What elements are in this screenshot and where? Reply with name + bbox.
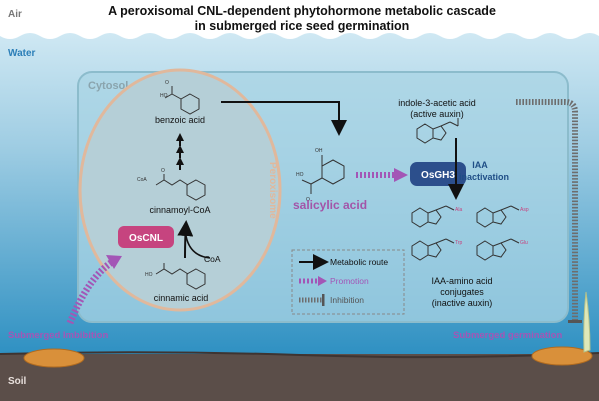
salicylic-oh: OH: [315, 148, 323, 154]
title-line1: A peroxisomal CNL-dependent phytohormone…: [108, 4, 496, 18]
soil-surface: [0, 351, 599, 359]
peroxisome-label: Peroxisome: [267, 162, 278, 219]
cytosol-label: Cytosol: [88, 80, 128, 92]
peroxisome: [78, 68, 282, 312]
legend-inhibition-bar: [322, 294, 325, 306]
osgh3-enzyme: [410, 162, 466, 186]
sa-promotion-arrowhead: [394, 168, 408, 182]
iaa-conjugate-4: [476, 238, 520, 261]
salicylic-o: O: [306, 197, 310, 203]
coleoptile-sprout: [583, 291, 591, 353]
submerged-imbibition-label: Submerged Imbibition: [8, 330, 108, 341]
oscnl-label: OsCNL: [129, 233, 163, 244]
cinnamic-acid-structure: [155, 263, 206, 290]
legend-inhibition-label: Inhibition: [330, 295, 364, 305]
legend-promotion-arrowhead: [318, 276, 327, 286]
seed-imbibition: [23, 348, 85, 368]
iaa-inactivation-line1: IAA: [472, 160, 488, 170]
aa-label-2: Asp: [520, 207, 529, 213]
iaa-inhibition-line: [516, 99, 578, 320]
soil-label: Soil: [8, 376, 27, 387]
coa-s-label: CoA: [137, 177, 147, 183]
beta-oxidation-arrows: [176, 133, 184, 170]
iaa-structure: [416, 118, 459, 144]
legend-box: [291, 249, 405, 315]
benzoic-acid-label: benzoic acid: [155, 115, 205, 125]
water-label: Water: [8, 48, 36, 59]
salicylic-acid-structure: [301, 155, 345, 194]
aa-label-1: Ala: [455, 207, 462, 213]
air-label: Air: [8, 9, 22, 20]
legend-metabolic-label: Metabolic route: [330, 257, 388, 267]
salicylic-acid-label: salicylic acid: [293, 198, 367, 212]
iaa-label-line2: (active auxin): [410, 109, 464, 119]
benzoic-oh: HO: [160, 93, 168, 99]
coa-input-arrow: [185, 235, 211, 259]
imbibition-promotion-arrow: [66, 259, 115, 325]
conjugates-label-line3: (inactive auxin): [432, 298, 493, 308]
coa-label: CoA: [204, 254, 221, 264]
soil-region: [0, 354, 599, 401]
iaa-label-line1: indole-3-acetic acid: [398, 98, 476, 108]
iaa-inactivation-line2: inactivation: [459, 172, 509, 182]
iaa-conjugate-3: [411, 238, 455, 261]
benzoic-o: O: [165, 80, 169, 86]
conjugates-label-line2: conjugates: [440, 287, 484, 297]
iaa-conjugate-2: [476, 205, 520, 228]
imbibition-arrowhead: [106, 255, 122, 269]
aa-label-4: Glu: [520, 240, 528, 246]
cinnamoyl-coa-structure: [155, 174, 206, 201]
cinnamoyl-o: O: [161, 168, 165, 174]
benzoic-acid-structure: [164, 86, 200, 115]
cnl-reaction-arrow: [177, 220, 194, 259]
conjugates-label-line1: IAA-amino acid: [431, 276, 492, 286]
title-line2: in submerged rice seed germination: [195, 19, 410, 33]
air-band: [0, 0, 599, 36]
oscnl-enzyme: [118, 226, 174, 248]
iaa-conjugate-1: [411, 205, 455, 228]
benzoic-to-salicylic-arrow: [221, 101, 347, 136]
aa-label-3: Trp: [455, 240, 463, 246]
salicylic-ho: HO: [296, 172, 304, 178]
legend-promotion-label: Promotion: [330, 276, 369, 286]
inhibition-bar-end: [568, 320, 582, 323]
seed-germinating: [531, 346, 593, 366]
cinnamic-acid-label: cinnamic acid: [154, 293, 209, 303]
cinnamic-ho: HO: [145, 272, 153, 278]
cinnamoyl-coa-label: cinnamoyl-CoA: [149, 205, 210, 215]
osgh3-label: OsGH3: [421, 170, 455, 181]
submerged-germination-label: Submerged germination: [453, 330, 562, 341]
